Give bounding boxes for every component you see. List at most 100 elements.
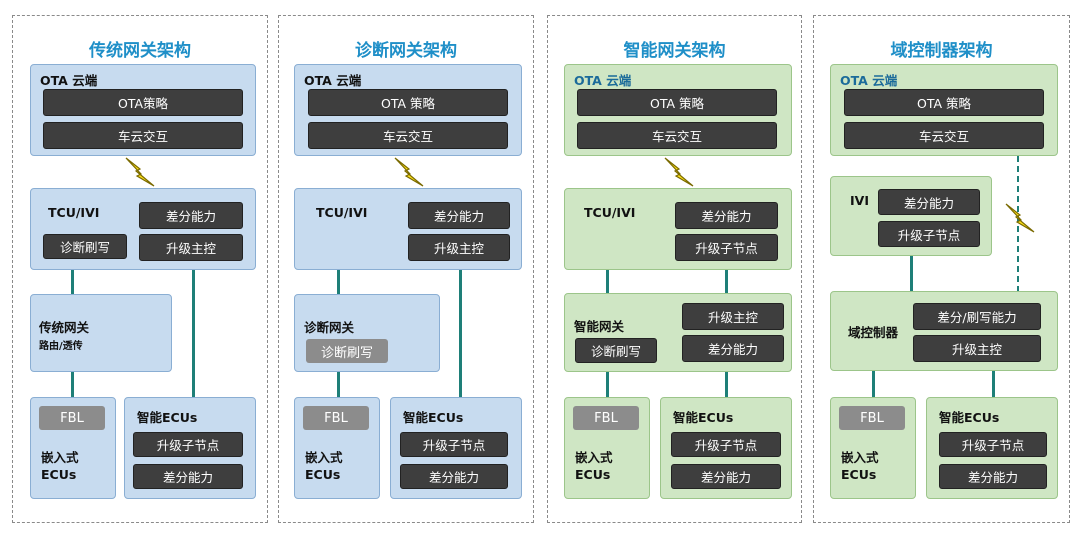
smart-ecus-title: 智能ECUs	[137, 410, 198, 425]
panel-diagnostic-gateway: 诊断网关架构 OTA 云端 OTA 策略 车云交互 TCU/IVI 差分能力 升…	[278, 15, 534, 523]
embedded-label-line2: ECUs	[575, 467, 611, 482]
routing-passthrough-label: 路由/透传	[39, 341, 83, 352]
diff-capability-block: 差分能力	[139, 202, 243, 229]
smart-ecus-box: 智能ECUs 升级子节点 差分能力	[660, 397, 792, 499]
embedded-label-line2: ECUs	[305, 467, 341, 482]
upgrade-master-block: 升级主控	[139, 234, 243, 261]
vehicle-cloud-interaction-block: 车云交互	[43, 122, 243, 149]
upgrade-subnode-block: 升级子节点	[939, 432, 1047, 457]
ota-strategy-block: OTA 策略	[577, 89, 777, 116]
tcu-ivi-box: TCU/IVI 差分能力 升级子节点	[564, 188, 792, 270]
traditional-gateway-box: 传统网关 路由/透传	[30, 294, 172, 372]
diff-capability-block: 差分能力	[400, 464, 508, 489]
tcu-ivi-title: TCU/IVI	[584, 205, 636, 220]
ota-cloud-title: OTA 云端	[840, 73, 898, 88]
wireless-link-icon	[1004, 202, 1038, 236]
diff-capability-block: 差分能力	[133, 464, 243, 489]
embedded-ecus-box: FBL 嵌入式 ECUs	[294, 397, 380, 499]
embedded-label-line2: ECUs	[41, 467, 77, 482]
ota-strategy-block: OTA 策略	[844, 89, 1044, 116]
embedded-ecus-box: FBL 嵌入式 ECUs	[564, 397, 650, 499]
embedded-ecus-box: FBL 嵌入式 ECUs	[830, 397, 916, 499]
smart-ecus-title: 智能ECUs	[939, 410, 1000, 425]
diff-capability-block: 差分能力	[408, 202, 510, 229]
diff-flash-capability-block: 差分/刷写能力	[913, 303, 1041, 330]
traditional-gateway-title: 传统网关	[39, 320, 90, 335]
wireless-link-icon	[393, 156, 427, 190]
upgrade-master-block: 升级主控	[408, 234, 510, 261]
smart-gateway-title: 智能网关	[574, 319, 625, 334]
panel-title: 诊断网关架构	[355, 41, 457, 61]
fbl-block: FBL	[303, 406, 369, 430]
connector-line	[606, 270, 609, 294]
connector-line	[192, 270, 195, 399]
dashed-wireless-line	[1017, 156, 1019, 292]
diag-flash-block: 诊断刷写	[306, 339, 388, 363]
diff-capability-block: 差分能力	[682, 335, 784, 362]
smart-ecus-title: 智能ECUs	[403, 410, 464, 425]
diagnostic-gateway-title: 诊断网关	[304, 320, 355, 335]
ota-cloud-title: OTA 云端	[574, 73, 632, 88]
ota-cloud-title: OTA 云端	[40, 73, 98, 88]
vehicle-cloud-interaction-block: 车云交互	[577, 122, 777, 149]
ota-cloud-box: OTA 云端 OTA 策略 车云交互	[830, 64, 1058, 156]
panel-traditional-gateway: 传统网关架构 OTA 云端 OTA策略 车云交互 TCU/IVI 差分能力 升级…	[12, 15, 268, 523]
connector-line	[872, 371, 875, 397]
connector-line	[606, 372, 609, 397]
ivi-box: IVI 差分能力 升级子节点	[830, 176, 992, 256]
vehicle-cloud-interaction-block: 车云交互	[844, 122, 1044, 149]
fbl-block: FBL	[39, 406, 105, 430]
panel-domain-controller: 域控制器架构 OTA 云端 OTA 策略 车云交互 IVI 差分能力 升级子节点…	[813, 15, 1070, 523]
diag-flash-block: 诊断刷写	[575, 338, 657, 363]
ota-cloud-box: OTA 云端 OTA策略 车云交互	[30, 64, 256, 156]
panel-title: 智能网关架构	[623, 41, 726, 61]
domain-controller-box: 域控制器 差分/刷写能力 升级主控	[830, 291, 1058, 371]
upgrade-subnode-block: 升级子节点	[671, 432, 781, 457]
smart-ecus-box: 智能ECUs 升级子节点 差分能力	[390, 397, 522, 499]
smart-ecus-box: 智能ECUs 升级子节点 差分能力	[926, 397, 1058, 499]
diff-capability-block: 差分能力	[939, 464, 1047, 489]
panel-title: 传统网关架构	[89, 41, 191, 61]
fbl-block: FBL	[839, 406, 905, 430]
upgrade-master-block: 升级主控	[913, 335, 1041, 362]
ivi-title: IVI	[850, 193, 869, 208]
connector-line	[71, 372, 74, 397]
connector-line	[71, 270, 74, 295]
smart-gateway-box: 智能网关 升级主控 差分能力 诊断刷写	[564, 293, 792, 372]
embedded-label-line2: ECUs	[841, 467, 877, 482]
diag-flash-block: 诊断刷写	[43, 234, 127, 259]
ota-strategy-block: OTA策略	[43, 89, 243, 116]
embedded-label-line1: 嵌入式	[305, 450, 343, 465]
wireless-link-icon	[124, 156, 158, 190]
diff-capability-block: 差分能力	[878, 189, 980, 215]
upgrade-subnode-block: 升级子节点	[675, 234, 778, 261]
smart-ecus-title: 智能ECUs	[673, 410, 734, 425]
ota-cloud-box: OTA 云端 OTA 策略 车云交互	[564, 64, 792, 156]
diff-capability-block: 差分能力	[671, 464, 781, 489]
connector-line	[337, 270, 340, 295]
tcu-ivi-box: TCU/IVI 差分能力 升级主控 诊断刷写	[30, 188, 256, 270]
domain-controller-title: 域控制器	[848, 325, 899, 340]
connector-line	[725, 270, 728, 294]
connector-line	[725, 372, 728, 397]
tcu-ivi-title: TCU/IVI	[48, 205, 100, 220]
ota-cloud-title: OTA 云端	[304, 73, 362, 88]
panel-smart-gateway: 智能网关架构 OTA 云端 OTA 策略 车云交互 TCU/IVI 差分能力 升…	[547, 15, 802, 523]
fbl-block: FBL	[573, 406, 639, 430]
upgrade-master-block: 升级主控	[682, 303, 784, 330]
upgrade-subnode-block: 升级子节点	[400, 432, 508, 457]
ota-cloud-box: OTA 云端 OTA 策略 车云交互	[294, 64, 522, 156]
connector-line	[910, 256, 913, 292]
embedded-label-line1: 嵌入式	[41, 450, 79, 465]
diff-capability-block: 差分能力	[675, 202, 778, 229]
panel-title: 域控制器架构	[890, 41, 993, 61]
embedded-ecus-box: FBL 嵌入式 ECUs	[30, 397, 116, 499]
embedded-label-line1: 嵌入式	[575, 450, 613, 465]
connector-line	[992, 371, 995, 397]
upgrade-subnode-block: 升级子节点	[133, 432, 243, 457]
tcu-ivi-box: TCU/IVI 差分能力 升级主控	[294, 188, 522, 270]
diagnostic-gateway-box: 诊断网关 诊断刷写	[294, 294, 440, 372]
wireless-link-icon	[663, 156, 697, 190]
smart-ecus-box: 智能ECUs 升级子节点 差分能力	[124, 397, 256, 499]
connector-line	[337, 372, 340, 397]
